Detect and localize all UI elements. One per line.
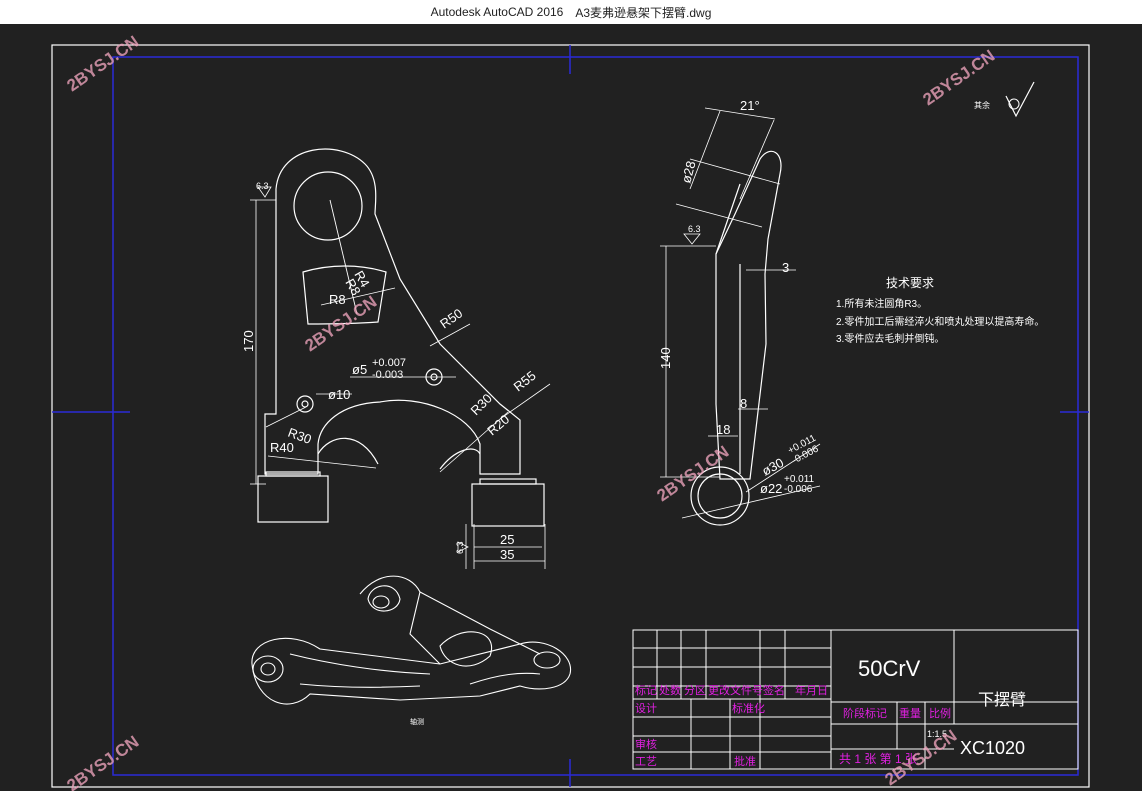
dim-r40: R40 — [270, 440, 294, 455]
sheet-outer-border — [51, 44, 1090, 788]
tech-title: 技术要求 — [886, 276, 934, 290]
scale-value: 1:1.5 — [927, 729, 947, 739]
dim-8: 8 — [740, 396, 747, 411]
dim-phi5: ø5 — [352, 362, 367, 377]
dim-phi22: ø22 — [760, 481, 782, 496]
dim-140: 140 — [658, 347, 673, 369]
material: 50CrV — [858, 656, 921, 681]
technical-requirements: 技术要求 1.所有未注圆角R3。 2.零件加工后需经淬火和喷丸处理以提高寿命。 … — [836, 276, 1044, 345]
sheet-inner-border — [112, 56, 1079, 776]
dim-r8b: R8 — [329, 292, 346, 307]
title-block — [632, 629, 1079, 770]
tech-item-2: 2.零件加工后需经淬火和喷丸处理以提高寿命。 — [836, 315, 1044, 328]
rough-3: 6.3 — [688, 224, 701, 234]
row-label-3: 更改文件号 — [708, 683, 763, 697]
watermark-2: 2BYSJ.CN — [919, 46, 998, 109]
centering-marks — [52, 45, 1089, 787]
isometric-view — [251, 575, 572, 705]
tech-item-3: 3.零件应去毛刺并倒钝。 — [836, 332, 944, 345]
surface-note-text: 其余 — [974, 100, 990, 110]
title-block-text: 50CrV 下摆臂 标记 处数 分区 更改文件号 签名 年月日 设计 标准化 审… — [635, 656, 1026, 768]
drawing-canvas[interactable]: 170 R8 R4 R8 R50 ø5 +0.007 -0.003 ø10 R3… — [0, 24, 1142, 791]
label-process: 工艺 — [635, 755, 657, 768]
side-dim-lines — [660, 107, 821, 519]
sheets: 共 1 张 第 1 张 — [839, 752, 917, 766]
watermark-1: 2BYSJ.CN — [63, 32, 142, 95]
side-view — [690, 150, 782, 526]
drawing-number: XC1020 — [960, 738, 1025, 758]
dim-35: 35 — [500, 547, 514, 562]
app-title: Autodesk AutoCAD 2016 — [430, 5, 564, 19]
label-stage: 阶段标记 — [843, 706, 887, 720]
label-review: 审核 — [635, 737, 657, 751]
dim-r8a: R8 — [342, 276, 363, 298]
row-label-1: 处数 — [659, 684, 681, 697]
dim-phi10: ø10 — [328, 387, 350, 402]
front-dims-text: 170 R8 R4 R8 R50 ø5 +0.007 -0.003 ø10 R3… — [241, 181, 539, 562]
label-standardize: 标准化 — [732, 701, 765, 715]
label-design: 设计 — [635, 702, 657, 715]
dim-r50: R50 — [437, 305, 465, 331]
dim-tol5-up: +0.007 — [372, 357, 406, 369]
part-name: 下摆臂 — [978, 691, 1026, 709]
row-label-2: 分区 — [684, 684, 706, 697]
row-label-0: 标记 — [635, 683, 657, 697]
rough-1: 6.3 — [256, 181, 269, 191]
rough-2: 6.3 — [455, 541, 465, 554]
dim-3: 3 — [782, 260, 789, 275]
dim-tol22-dn: -0.006 — [784, 484, 813, 495]
dim-phi30: ø30 — [759, 455, 786, 479]
dim-r20: R20 — [484, 411, 512, 438]
dim-tol5-dn: -0.003 — [372, 369, 403, 381]
watermark-5: 2BYSJ.CN — [63, 732, 142, 791]
file-title: A3麦弗逊悬架下摆臂.dwg — [575, 5, 712, 20]
row-label-5: 年月日 — [795, 683, 828, 697]
iso-label: 轴测 — [410, 717, 424, 726]
dim-tol22-up: +0.011 — [784, 474, 815, 485]
tech-item-1: 1.所有未注圆角R3。 — [836, 297, 927, 310]
dim-r55: R55 — [511, 368, 539, 395]
window-titlebar: Autodesk AutoCAD 2016 A3麦弗逊悬架下摆臂.dwg — [0, 0, 1142, 24]
label-weight: 重量 — [899, 706, 921, 720]
label-approve: 批准 — [734, 754, 756, 768]
row-label-4: 签名 — [763, 683, 785, 697]
front-dim-lines — [250, 186, 551, 569]
label-scale: 比例 — [929, 706, 951, 720]
dim-r4: R4 — [351, 268, 372, 290]
surface-note: 其余 — [974, 81, 1035, 118]
dim-phi28: ø28 — [678, 159, 698, 185]
front-view — [257, 148, 545, 527]
dim-25: 25 — [500, 532, 514, 547]
dim-angle: 21° — [740, 98, 760, 113]
dim-170: 170 — [241, 330, 256, 352]
dim-18: 18 — [716, 422, 730, 437]
